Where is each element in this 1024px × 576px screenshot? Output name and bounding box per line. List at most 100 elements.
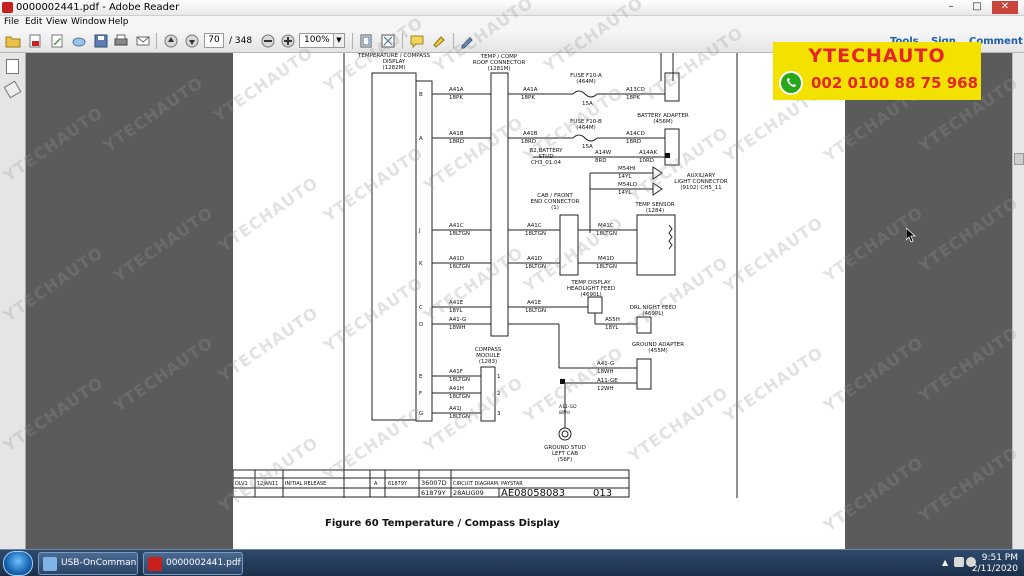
pin-label: B <box>419 92 423 98</box>
attachments-icon[interactable] <box>3 80 22 99</box>
wire-label: A41B <box>449 131 464 137</box>
chevron-down-icon[interactable]: ▼ <box>333 34 344 47</box>
vertical-scrollbar[interactable] <box>1012 53 1024 549</box>
wire-label: A14W <box>595 150 612 156</box>
menu-help[interactable]: Help <box>108 17 129 27</box>
wiring-diagram: TEMPERATURE / COMPASS DISPLAY (1282M) TE… <box>233 53 738 499</box>
page-thumbnails-icon[interactable] <box>6 59 19 74</box>
save-icon[interactable] <box>93 33 109 49</box>
toolbar-separator <box>402 33 403 49</box>
page-number-input[interactable]: 70 <box>204 33 224 48</box>
aux-connector-label: LIGHT CONNECTOR <box>674 179 728 185</box>
tray-arrow-icon[interactable]: ▲ <box>942 558 949 567</box>
previous-page-icon[interactable] <box>163 33 179 49</box>
fuse-a-label: FUSE F10-A <box>570 73 602 79</box>
wire-spec: 18LTGN <box>449 394 470 400</box>
sign-link[interactable]: Sign <box>931 36 956 47</box>
zoom-out-icon[interactable] <box>260 33 276 49</box>
menu-file[interactable]: File <box>4 17 20 27</box>
close-button[interactable]: ✕ <box>992 1 1018 14</box>
roof-connector-label: TEMP / COMP <box>480 54 518 60</box>
aux-connector-label: (9102) CH5_11 <box>680 185 721 191</box>
print-icon[interactable] <box>113 33 129 49</box>
menu-edit[interactable]: Edit <box>25 17 43 27</box>
display-label: (1282M) <box>382 65 405 71</box>
wire-spec: 18PK <box>449 95 463 101</box>
wire-spec: 18LTGN <box>596 231 617 237</box>
wire-label: A11-GE <box>597 378 618 384</box>
release-number: 61879Y <box>421 489 446 497</box>
wire-label: A41E <box>449 300 464 306</box>
usb-app-icon <box>43 557 57 571</box>
wire-spec: 18RD <box>626 139 641 145</box>
temp-sensor-label: (1284) <box>646 208 664 214</box>
wire-spec: 12WH <box>597 386 614 392</box>
highlight-icon[interactable] <box>431 33 447 49</box>
email-icon[interactable] <box>135 33 151 49</box>
rev-letter: A <box>374 481 378 487</box>
navigation-pane <box>0 53 26 549</box>
drawing-date: 28AUG09 <box>453 489 484 497</box>
zoom-in-icon[interactable] <box>280 33 296 49</box>
wire-spec: 18WH <box>597 369 614 375</box>
pin-label: A <box>419 136 423 142</box>
volume-icon[interactable] <box>966 557 976 567</box>
cab-connector-label: CAB / FRONT <box>537 193 573 199</box>
wire-spec: 18RD <box>449 139 464 145</box>
pin-label: D <box>419 322 423 328</box>
wire-spec: 8RD <box>595 158 607 164</box>
ground-stud-label: GROUND STUD <box>544 445 586 451</box>
headlight-feed-label: HEADLIGHT FEED <box>567 286 615 292</box>
battery-stud-label: B2,BATTERY <box>529 148 563 154</box>
pdf-page: TEMPERATURE / COMPASS DISPLAY (1282M) TE… <box>233 53 845 549</box>
window-title: 0000002441.pdf - Adobe Reader <box>16 2 180 13</box>
taskbar-item-label: 0000002441.pdf - ... <box>166 558 242 568</box>
tools-link[interactable]: Tools <box>890 36 919 47</box>
mouse-cursor-icon <box>906 228 916 242</box>
comment-link[interactable]: Comment <box>969 36 1023 47</box>
next-page-icon[interactable] <box>184 33 200 49</box>
toolbar-separator <box>453 33 454 49</box>
full-screen-icon[interactable] <box>380 33 396 49</box>
menu-view[interactable]: View <box>46 17 68 27</box>
maximize-button[interactable]: □ <box>972 1 982 12</box>
compass-module-label: MODULE <box>476 353 500 359</box>
zoom-select[interactable]: 100%▼ <box>299 33 345 48</box>
wire-spec: 18WH <box>449 325 466 331</box>
start-button[interactable] <box>3 551 33 576</box>
wire-label: M54HI <box>618 166 636 172</box>
taskbar-item-label: USB-OnComman... <box>61 558 138 568</box>
drawing-title: CIRCUIT DIAGRAM, PAYSTAR <box>453 481 523 487</box>
document-viewport[interactable]: TEMPERATURE / COMPASS DISPLAY (1282M) TE… <box>26 53 1012 549</box>
edit-icon[interactable] <box>49 33 65 49</box>
cab-connector-label: END CONNECTOR <box>531 199 580 205</box>
compass-module-label: COMPASS <box>475 347 502 353</box>
battery-stud-label: CH3_01.04 <box>531 160 561 166</box>
wire-spec: 10RD <box>639 158 654 164</box>
wire-spec: 18RD <box>521 139 536 145</box>
create-pdf-icon[interactable] <box>27 33 43 49</box>
scrollbar-thumb[interactable] <box>1014 153 1024 165</box>
clock-time[interactable]: 9:51 PM <box>981 553 1018 563</box>
comment-icon[interactable] <box>409 33 425 49</box>
clock-date[interactable]: 2/11/2020 <box>971 564 1018 574</box>
open-icon[interactable] <box>5 33 21 49</box>
fit-page-icon[interactable] <box>358 33 374 49</box>
network-icon[interactable] <box>954 557 964 567</box>
sign-tool-icon[interactable] <box>459 33 475 49</box>
wire-spec: 18LTGN <box>525 264 546 270</box>
wire-spec: 18LTGN <box>449 414 470 420</box>
minimize-button[interactable]: – <box>948 1 954 12</box>
wire-spec: 18PK <box>626 95 640 101</box>
wire-label: M41C <box>598 223 614 229</box>
taskbar-item-usb[interactable]: USB-OnComman... <box>38 552 138 575</box>
taskbar-item-pdf[interactable]: 0000002441.pdf - ... <box>143 552 243 575</box>
menu-window[interactable]: Window <box>71 17 107 27</box>
page-total: / 348 <box>229 36 253 46</box>
aux-connector-label: AUXILIARY <box>687 173 716 179</box>
pin-label: K <box>419 261 423 267</box>
banner-brand: YTECHAUTO <box>808 45 946 67</box>
wire-label: A14CD <box>626 131 645 137</box>
system-tray: ▲ 9:51 PM 2/11/2020 <box>940 550 1024 576</box>
cloud-icon[interactable] <box>71 33 87 49</box>
